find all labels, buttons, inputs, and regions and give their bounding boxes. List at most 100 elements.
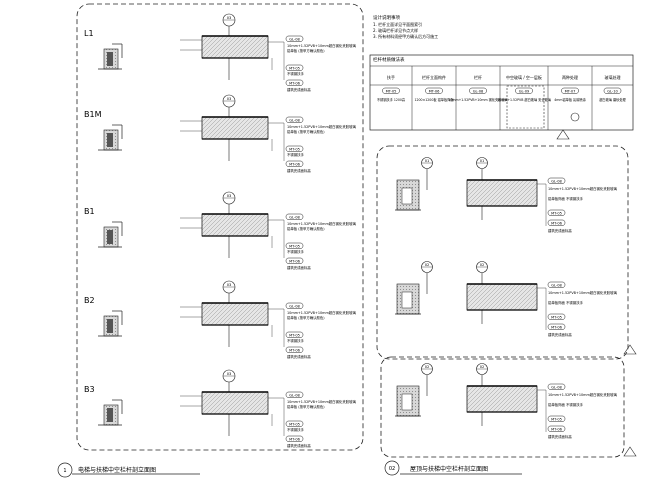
level-note-2-1: 铝单板 (按甲方确认颜色): [287, 226, 325, 231]
right-detail-marker-2-number: 02: [480, 365, 485, 369]
level-marker-2: 03: [222, 191, 236, 205]
level-tag-1-0: GL-08: [289, 118, 300, 122]
table-note-0: 设计说明事项: [373, 14, 400, 21]
level-tag-4-1: MT-05: [289, 422, 300, 426]
table-tag-3: GL-09: [519, 89, 530, 93]
material-table: 设计说明事项 1. 栏杆立面详见平面图索引 2. 玻璃栏杆详见节点大样 3. 所…: [369, 14, 634, 131]
level-note-2-2: 不锈钢扶手: [287, 249, 305, 254]
table-cell-1: 1200×1200板 铝单板饰面: [414, 97, 453, 102]
table-tag-1: MT-06: [429, 89, 441, 93]
right-tag-2-0: GL-08: [551, 385, 562, 389]
right-detail-small-marker-1-number: 02: [425, 263, 430, 267]
level-note-3-1: 铝单板 (按甲方确认颜色): [287, 315, 325, 320]
left-caption-title: 电梯与扶梯中空栏杆剖立面图: [78, 466, 156, 474]
level-section-3: B203GL-08MT-05MT-0610mm+1.52PVB+10mm超白钢化…: [84, 280, 356, 359]
right-panel-upper-border: [376, 145, 629, 360]
level-tag-2-1: MT-05: [289, 244, 300, 248]
level-note-2-0: 10mm+1.52PVB+10mm超白钢化夹胶玻璃: [287, 221, 356, 226]
level-marker-1: 03: [222, 94, 236, 108]
right-caption-number: 02: [389, 466, 395, 472]
level-tag-3-1: MT-05: [289, 333, 300, 337]
right-note-2-0: 10mm+1.52PVB+10mm超白钢化夹胶玻璃: [548, 392, 617, 397]
level-tag-0-2: MT-06: [289, 81, 301, 85]
level-marker-0-number: 03: [227, 16, 232, 20]
right-tag-2-1: MT-05: [551, 417, 562, 421]
level-tag-3-2: MT-06: [289, 348, 301, 352]
table-tag-2: GL-08: [473, 89, 484, 93]
level-label-4: B3: [84, 385, 95, 394]
right-detail-marker-0: 01: [476, 157, 488, 169]
table-cell-3: 10mm+1.52PVB 超白玻璃 安全玻璃: [497, 97, 552, 102]
table-cell-5: 超白玻璃 磨砂处理: [599, 97, 626, 102]
table-note-1: 1. 栏杆立面详见平面图索引: [373, 21, 422, 27]
left-level-sections: L103GL-08MT-05MT-0610mm+1.52PVB+10mm超白钢化…: [84, 13, 356, 448]
level-tag-4-2: MT-06: [289, 437, 301, 441]
level-note-0-1: 铝单板 (按甲方确认颜色): [287, 48, 325, 53]
level-section-2: B103GL-08MT-05MT-0610mm+1.52PVB+10mm超白钢化…: [84, 191, 356, 270]
table-cell-0: 不锈钢扶手 1200高: [377, 97, 405, 102]
table-header-3: 中空玻璃 / 空—层板: [506, 74, 542, 80]
level-note-3-0: 10mm+1.52PVB+10mm超白钢化夹胶玻璃: [287, 310, 356, 315]
level-label-3: B2: [84, 296, 95, 305]
right-note-0-2: 建筑完成面标高: [548, 228, 572, 233]
level-marker-3: 03: [222, 280, 236, 294]
table-tag-4: MT-07: [565, 89, 576, 93]
level-tag-2-2: MT-06: [289, 259, 301, 263]
level-note-4-3: 建筑完成面标高: [287, 443, 311, 448]
right-note-1-2: 建筑完成面标高: [548, 332, 572, 337]
level-label-2: B1: [84, 207, 95, 216]
right-panel-markers: [623, 344, 637, 457]
level-marker-1-number: 03: [227, 97, 232, 101]
right-detail-small-marker-1: 02: [421, 261, 433, 273]
level-note-4-1: 铝单板 (按甲方确认颜色): [287, 404, 325, 409]
left-caption-number: 1: [63, 468, 66, 474]
level-marker-4: 03: [222, 369, 236, 383]
level-note-0-3: 建筑完成面标高: [287, 87, 311, 92]
right-note-0-1: 铝单板饰面 不锈钢扶手: [548, 196, 584, 201]
right-tag-1-1: MT-05: [551, 315, 562, 319]
table-cell-2: 10mm+1.52PVB+10mm 钢化夹胶玻璃: [448, 97, 508, 102]
table-note-2: 2. 玻璃栏杆详见节点大样: [373, 27, 418, 33]
level-note-3-2: 不锈钢扶手: [287, 338, 305, 343]
level-note-1-1: 铝单板 (按甲方确认颜色): [287, 129, 325, 134]
left-sheet-caption: 1 电梯与扶梯中空栏杆剖立面图: [57, 462, 200, 478]
right-detail-small-marker-0-number: 01: [425, 159, 430, 163]
table-header-1: 栏杆立面构件: [422, 74, 446, 80]
level-note-1-0: 10mm+1.52PVB+10mm超白钢化夹胶玻璃: [287, 124, 356, 129]
table-cell-4: 4mm铝单板 氟碳喷涂: [554, 97, 586, 102]
level-note-4-0: 10mm+1.52PVB+10mm超白钢化夹胶玻璃: [287, 399, 356, 404]
level-marker-0: 03: [222, 13, 236, 27]
right-panel-lower-border: [380, 356, 625, 458]
right-detail-small-marker-0: 01: [421, 157, 433, 169]
right-tag-2-2: MT-06: [551, 427, 563, 431]
level-tag-1-1: MT-05: [289, 147, 300, 151]
table-header-4: 两种处理: [562, 74, 578, 80]
level-note-4-2: 不锈钢扶手: [287, 427, 305, 432]
level-tag-0-1: MT-05: [289, 66, 300, 70]
table-section-label: 栏杆材质做法表: [373, 56, 405, 63]
level-label-1: B1M: [84, 110, 102, 119]
level-note-3-3: 建筑完成面标高: [287, 354, 311, 359]
table-header-2: 栏杆: [474, 74, 482, 80]
right-note-1-1: 铝单板饰面 不锈钢扶手: [548, 300, 584, 305]
right-note-2-2: 建筑完成面标高: [548, 434, 572, 439]
right-detail-marker-0-number: 01: [480, 159, 485, 163]
right-detail-marker-2: 02: [476, 363, 488, 375]
table-header-0: 扶手: [387, 74, 395, 80]
right-sheet-caption: 02 屋顶与扶梯中空栏杆剖立面图: [384, 460, 522, 476]
right-detail-marker-1-number: 02: [480, 263, 485, 267]
level-note-0-0: 10mm+1.52PVB+10mm超白钢化夹胶玻璃: [287, 43, 356, 48]
right-detail-small-marker-2: 02: [421, 363, 433, 375]
level-tag-1-2: MT-06: [289, 162, 301, 166]
table-note-3: 3. 所有材料须经甲方确认后方可施工: [373, 33, 438, 39]
level-marker-2-number: 03: [227, 194, 232, 198]
level-tag-4-0: GL-08: [289, 393, 300, 397]
right-tag-0-2: MT-06: [551, 221, 563, 225]
level-marker-4-number: 03: [227, 372, 232, 376]
